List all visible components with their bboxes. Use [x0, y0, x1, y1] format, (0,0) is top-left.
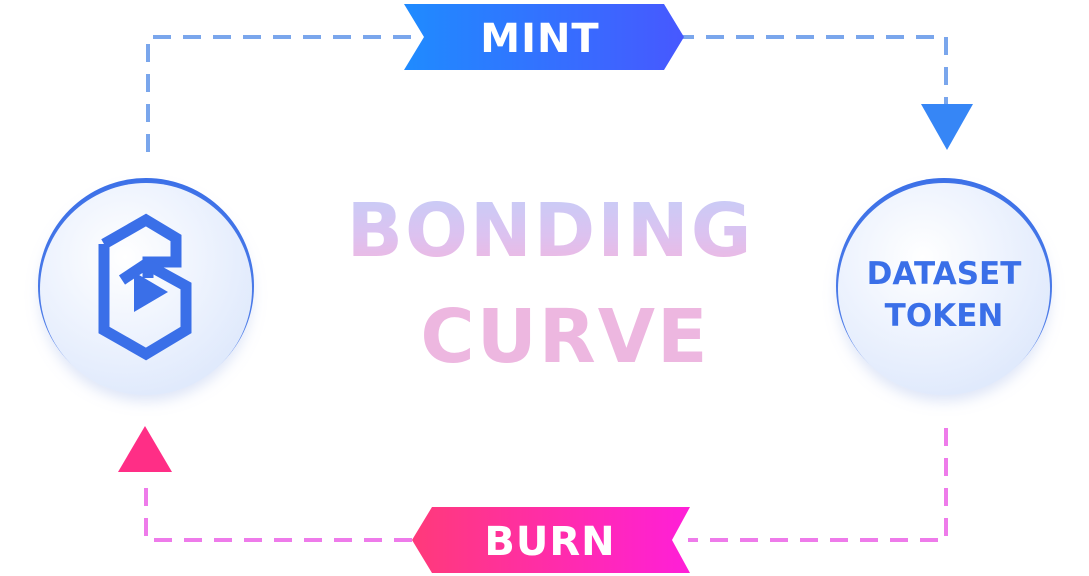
center-title-line1: BONDING [347, 188, 754, 274]
right-node: DATASET TOKEN [836, 178, 1052, 395]
left-node [38, 178, 254, 395]
burn-label-text: BURN [484, 519, 615, 565]
mint-flow-line [146, 35, 948, 152]
bonding-logo-icon [98, 213, 192, 361]
center-title-line2: CURVE [420, 294, 709, 380]
burn-flow-line [144, 428, 948, 542]
mint-label: MINT [404, 4, 684, 70]
burn-arrow-head [118, 426, 172, 472]
mint-label-text: MINT [480, 16, 599, 62]
mint-arrow-head [921, 104, 973, 150]
center-title: BONDING CURVE [347, 188, 754, 380]
dataset-token-line1: DATASET [867, 256, 1022, 292]
dataset-token-line2: TOKEN [885, 298, 1004, 334]
burn-label: BURN [412, 507, 690, 573]
